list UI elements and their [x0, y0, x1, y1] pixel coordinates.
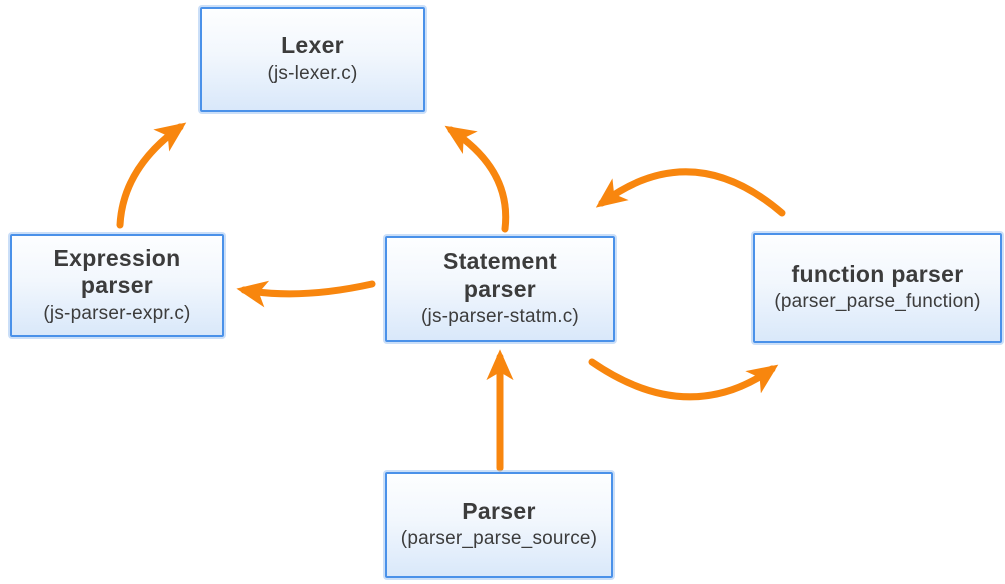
node-expression-parser-title: Expression parser	[53, 244, 181, 299]
node-statement-parser: Statement parser (js-parser-statm.c)	[385, 236, 615, 342]
node-statement-parser-title: Statement parser	[443, 248, 557, 302]
node-lexer-title: Lexer	[281, 32, 344, 59]
arrow-function-parser-to-statement-parser	[595, 168, 786, 217]
node-parser: Parser (parser_parse_source)	[385, 472, 613, 578]
node-expression-parser: Expression parser (js-parser-expr.c)	[10, 234, 224, 337]
node-function-parser-title: function parser	[791, 260, 964, 287]
node-expression-parser-subtitle: (js-parser-expr.c)	[43, 302, 191, 324]
arrow-statement-parser-to-lexer	[444, 125, 510, 233]
node-parser-title: Parser	[462, 497, 536, 524]
node-lexer-subtitle: (js-lexer.c)	[267, 62, 358, 84]
arrow-expression-parser-to-lexer	[116, 122, 187, 229]
node-function-parser: function parser (parser_parse_function)	[753, 233, 1002, 343]
node-statement-parser-subtitle: (js-parser-statm.c)	[421, 306, 579, 328]
arrow-statement-parser-to-expression-parser	[236, 280, 376, 308]
node-function-parser-subtitle: (parser_parse_function)	[774, 291, 981, 313]
node-lexer: Lexer (js-lexer.c)	[200, 7, 425, 112]
node-parser-subtitle: (parser_parse_source)	[400, 528, 598, 550]
arrow-statement-parser-to-function-parser	[588, 358, 779, 401]
